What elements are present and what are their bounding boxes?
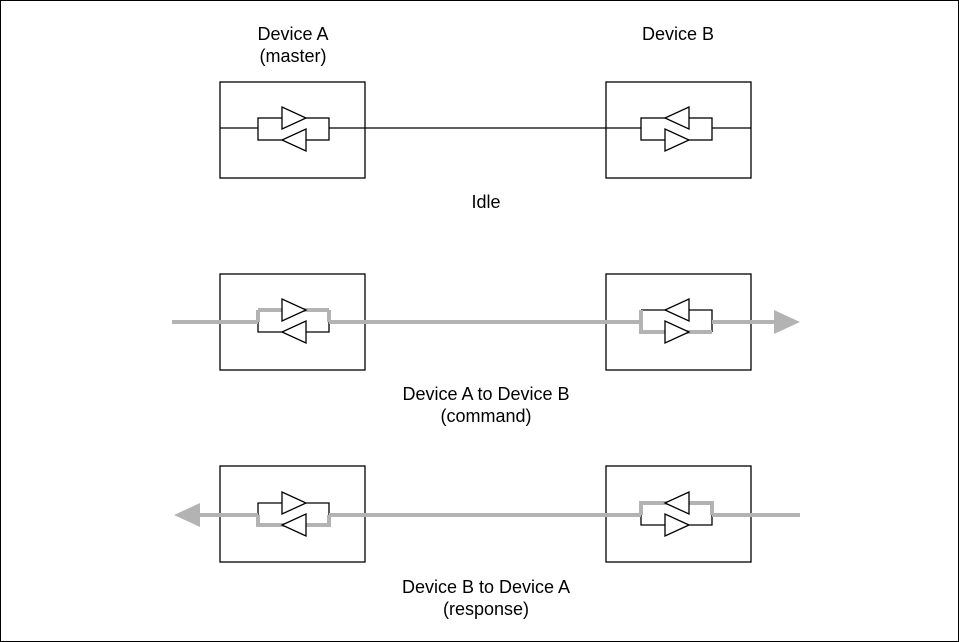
a-to-b-caption: Device A to Device B (command): [402, 383, 569, 427]
device-b-label: Device B: [642, 23, 714, 45]
device-a-label: Device A (master): [257, 23, 328, 67]
panel-idle: [219, 81, 752, 179]
transceiver-b-icon: [639, 490, 714, 538]
a-to-b-title: Device A to Device B: [402, 384, 570, 404]
idle-caption: Idle: [471, 191, 500, 213]
a-to-b-sub: (command): [440, 406, 532, 426]
transceiver-a-icon: [257, 105, 330, 153]
transceiver-b-icon: [640, 105, 713, 153]
b-to-a-caption: Device B to Device A (response): [402, 576, 570, 620]
transceiver-a-icon: [256, 490, 331, 538]
panel-a-to-b: [172, 273, 800, 371]
device-a-title: Device A: [257, 24, 329, 44]
b-to-a-title: Device B to Device A: [401, 577, 571, 597]
idle-title: Idle: [471, 192, 501, 212]
arrowhead-right-icon: [774, 310, 800, 334]
b-to-a-sub: (response): [442, 599, 530, 619]
device-b-title: Device B: [641, 24, 715, 44]
arrowhead-left-icon: [174, 503, 200, 527]
panel-b-to-a: [174, 465, 800, 563]
device-a-role: (master): [259, 46, 327, 66]
transceiver-b-icon: [639, 297, 713, 345]
